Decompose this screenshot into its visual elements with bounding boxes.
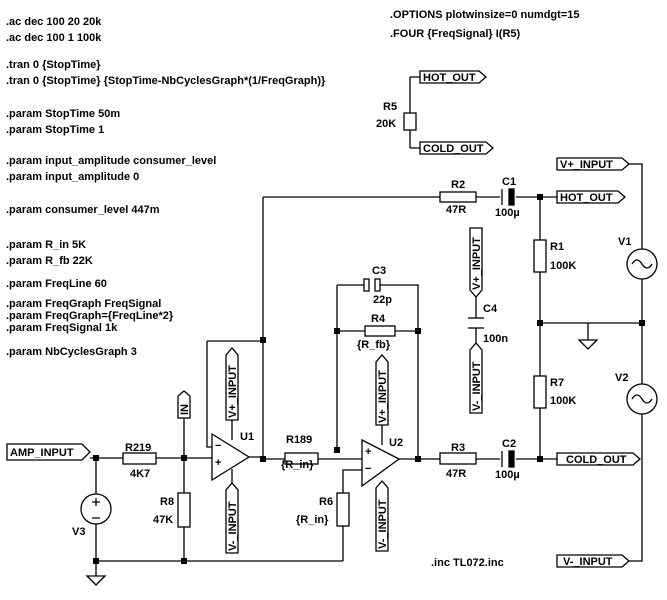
r2-name: R2	[451, 179, 465, 191]
cold-out-top-port[interactable]	[419, 141, 494, 155]
r6-wires	[342, 469, 362, 561]
vminus-input-right-port[interactable]	[556, 554, 630, 568]
ground-icon	[85, 575, 107, 586]
u2-vminus-port[interactable]	[375, 480, 389, 552]
ground-mid-icon	[577, 339, 599, 350]
include-directive: .inc TL072.inc	[431, 557, 504, 569]
r5-value: 20K	[376, 118, 396, 130]
hot-out-right-label: HOT_OUT	[560, 192, 613, 204]
c3-plate-left[interactable]	[363, 278, 370, 292]
c3-plate-right[interactable]	[374, 278, 381, 292]
svg-text:−: −	[365, 463, 371, 475]
r8-value: 47K	[153, 514, 173, 526]
r6-name: R6	[319, 496, 333, 508]
c2-name: C2	[502, 438, 516, 450]
r4-value: {R_fb}	[357, 339, 391, 351]
r1-value: 100K	[550, 260, 576, 272]
r1-name: R1	[550, 241, 564, 253]
vplus-input-right-port[interactable]	[556, 157, 630, 171]
c4-vminus-port[interactable]	[469, 342, 483, 414]
r1-body[interactable]	[533, 239, 547, 273]
cold-out-right-port[interactable]	[556, 452, 641, 466]
r7-name: R7	[550, 377, 564, 389]
c3-value: 22p	[373, 294, 392, 306]
v1-name: V1	[618, 236, 631, 248]
ground-bus	[95, 524, 343, 576]
amp-input-label: AMP_INPUT	[10, 447, 74, 459]
c4-name: C4	[483, 303, 498, 315]
c4-vminus-label: V-_INPUT	[471, 361, 483, 411]
r3-body[interactable]	[439, 452, 477, 465]
junction-dots	[93, 194, 645, 564]
c2-plate-right[interactable]	[508, 450, 515, 468]
in-label: IN	[179, 404, 191, 415]
u2-vplus-port[interactable]	[375, 354, 389, 426]
c2-value: 100µ	[495, 469, 520, 481]
vplus-input-right-label: V+_INPUT	[560, 159, 613, 171]
v2-name: V2	[615, 372, 628, 384]
c3-name: C3	[372, 265, 386, 277]
c4-value: 100n	[483, 333, 508, 345]
r189-value: {R_in}	[281, 459, 314, 471]
c1-plate-right[interactable]	[508, 188, 515, 206]
r5-body[interactable]	[403, 112, 417, 131]
hot-out-top-label: HOT_OUT	[423, 72, 476, 84]
svg-text:−: −	[215, 440, 221, 452]
u2-feedback-wires	[336, 284, 419, 459]
svg-text:+: +	[365, 446, 371, 458]
c1-name: C1	[502, 176, 516, 188]
feedback-wire-top	[262, 196, 440, 340]
dc-source-icon	[92, 498, 100, 519]
r8-name: R8	[160, 496, 174, 508]
r4-body[interactable]	[364, 325, 396, 337]
r5-wires	[409, 76, 420, 149]
u1-feedback-wire	[206, 340, 263, 448]
in-port[interactable]	[177, 390, 191, 419]
r6-value: {R_in}	[296, 514, 329, 526]
sine-icon	[631, 259, 653, 269]
hot-out-top-port[interactable]	[419, 70, 487, 84]
u2-opamp[interactable]	[361, 438, 401, 488]
r2-body[interactable]	[439, 191, 477, 203]
vminus-input-right-label: V-_INPUT	[563, 556, 613, 568]
u1-vplus-label: V+_INPUT	[227, 365, 239, 418]
r5-name: R5	[383, 101, 397, 113]
amp-input-port[interactable]	[6, 443, 91, 461]
u2-vplus-label: V+_INPUT	[377, 370, 389, 423]
r219-body[interactable]	[122, 452, 157, 465]
sine-icon	[631, 394, 653, 404]
r219-value: 4K7	[130, 468, 150, 480]
v3-name: V3	[72, 526, 85, 538]
c4-vplus-port[interactable]	[469, 227, 483, 298]
r8-body[interactable]	[177, 492, 191, 528]
r189-name: R189	[286, 434, 312, 446]
u1-vminus-port[interactable]	[225, 482, 239, 554]
svg-text:+: +	[215, 457, 221, 469]
r3-name: R3	[451, 442, 465, 454]
u2-name: U2	[389, 437, 403, 449]
r7-value: 100K	[550, 395, 576, 407]
cold-out-top-label: COLD_OUT	[423, 143, 484, 155]
r3-value: 47R	[446, 468, 466, 480]
source-column-wires	[629, 163, 643, 562]
divider-mid-wire	[540, 322, 642, 340]
opamp-pin-marks: − + + −	[215, 440, 371, 475]
r7-body[interactable]	[533, 375, 547, 409]
r2-value: 47R	[446, 204, 466, 216]
r6-body[interactable]	[336, 492, 350, 527]
u1-name: U1	[240, 431, 254, 443]
c4-vplus-label: V+_INPUT	[471, 237, 483, 290]
cold-out-right-label: COLD_OUT	[566, 454, 627, 466]
u1-vplus-port[interactable]	[225, 347, 239, 421]
hot-out-right-port[interactable]	[556, 190, 626, 204]
r219-name: R219	[125, 442, 151, 454]
u1-opamp[interactable]	[211, 432, 251, 482]
u2-vminus-label: V-_INPUT	[377, 499, 389, 549]
r4-name: R4	[371, 313, 386, 325]
c1-value: 100µ	[495, 207, 520, 219]
u1-vminus-label: V-_INPUT	[227, 501, 239, 551]
r189-body[interactable]	[284, 452, 319, 465]
